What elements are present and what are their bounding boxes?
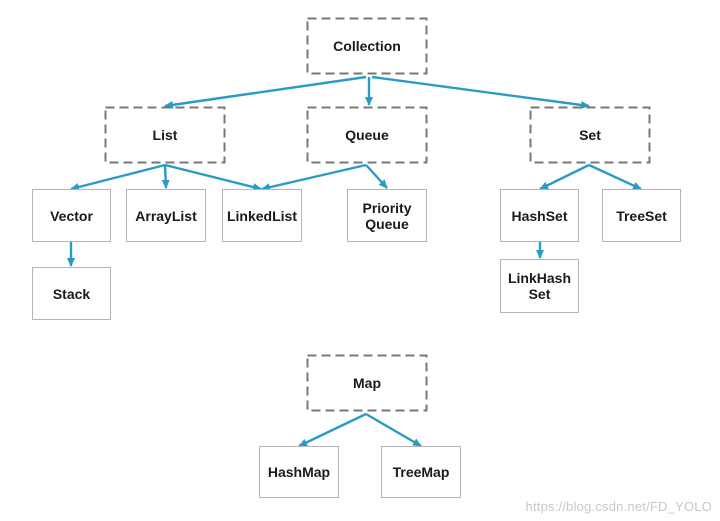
arraylist-node: ArrayList	[126, 189, 206, 242]
edge-map-to-hashmap	[298, 412, 367, 448]
treemap-node: TreeMap	[381, 446, 461, 498]
vector-node: Vector	[32, 189, 111, 242]
set-dashed-border	[529, 106, 651, 164]
list-dashed-border	[104, 106, 226, 164]
edge-list-to-linkedlist	[164, 163, 262, 191]
queue-node: Queue	[345, 127, 389, 143]
set-node: Set	[579, 127, 601, 143]
priority-queue-node: Priority Queue	[347, 189, 427, 242]
edge-collection-to-set	[371, 75, 590, 109]
edge-set-to-hashset	[539, 163, 590, 191]
edge-collection-to-list	[164, 75, 367, 109]
list-node: List	[152, 127, 178, 143]
edge-list-to-arraylist	[161, 164, 170, 189]
edge-list-to-vector	[70, 163, 166, 191]
map-node: Map	[353, 375, 381, 391]
linkhashset-node: LinkHash Set	[500, 259, 579, 313]
map-dashed-border	[306, 354, 428, 412]
collection-node: Collection	[333, 38, 401, 54]
treeset-node: TreeSet	[602, 189, 681, 242]
collection-dashed-border	[306, 17, 428, 75]
stack-node: Stack	[32, 267, 111, 320]
edge-queue-to-linkedlist	[261, 163, 367, 192]
hashset-node: HashSet	[500, 189, 579, 242]
edge-set-to-treeset	[588, 163, 642, 191]
edge-map-to-treemap	[365, 412, 422, 448]
edge-queue-to-priority_queue	[365, 164, 388, 189]
watermark: https://blog.csdn.net/FD_YOLO	[525, 499, 712, 514]
queue-dashed-border	[306, 106, 428, 164]
linkedlist-node: LinkedList	[222, 189, 302, 242]
hashmap-node: HashMap	[259, 446, 339, 498]
